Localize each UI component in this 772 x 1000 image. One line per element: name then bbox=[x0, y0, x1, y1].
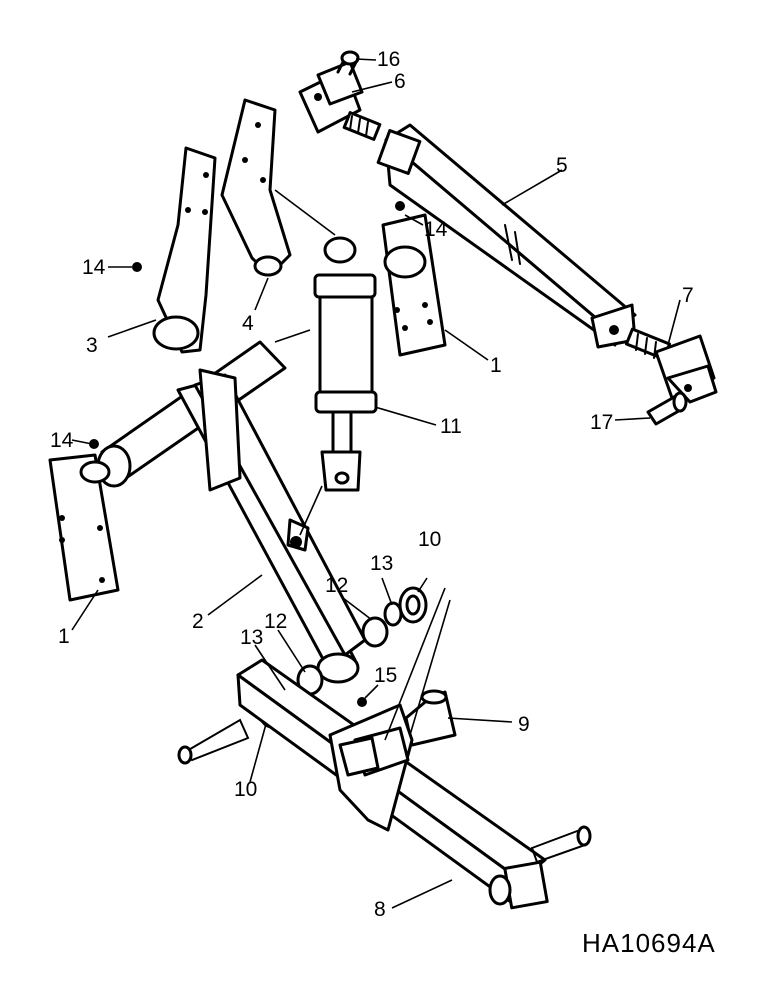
part-17-pin bbox=[646, 391, 688, 426]
callout-13: 13 bbox=[240, 626, 263, 649]
callout-7: 7 bbox=[682, 284, 694, 307]
leader-lines bbox=[71, 58, 681, 909]
part-15-grease-fitting bbox=[357, 697, 367, 707]
part-11-hydraulic-cylinder bbox=[313, 236, 378, 492]
callout-15: 15 bbox=[374, 664, 397, 687]
callout-2: 2 bbox=[192, 610, 204, 633]
callout-10: 10 bbox=[418, 528, 441, 551]
callout-14: 14 bbox=[424, 218, 448, 241]
callouts: 16 6 5 14 14 3 4 1 7 17 14 11 10 13 12 1… bbox=[50, 48, 694, 921]
drawing-part-number: HA10694A bbox=[582, 928, 716, 958]
callout-1: 1 bbox=[490, 354, 502, 377]
part-14-grease-fittings bbox=[89, 201, 405, 449]
callout-4: 4 bbox=[242, 312, 254, 335]
callout-12: 12 bbox=[264, 610, 287, 633]
part-1-mount-plate-lower bbox=[48, 453, 120, 602]
callout-13: 13 bbox=[370, 552, 393, 575]
callout-12: 12 bbox=[325, 574, 348, 597]
part-5-adjustable-tube bbox=[376, 123, 637, 349]
callout-3: 3 bbox=[86, 334, 98, 357]
callout-11: 11 bbox=[440, 415, 462, 438]
callout-9: 9 bbox=[518, 713, 530, 736]
callout-16: 16 bbox=[377, 48, 400, 71]
part-4-bracket bbox=[220, 98, 292, 277]
part-7-clevis bbox=[624, 327, 718, 404]
callout-5: 5 bbox=[556, 154, 568, 177]
bearings-upper bbox=[361, 586, 428, 648]
callout-10: 10 bbox=[234, 778, 257, 801]
callout-8: 8 bbox=[374, 898, 386, 921]
callout-6: 6 bbox=[394, 70, 406, 93]
callout-1: 1 bbox=[58, 625, 70, 648]
part-9-pivot-pin bbox=[404, 689, 457, 747]
part-16-pin bbox=[336, 50, 360, 76]
part-3-bracket bbox=[152, 146, 217, 354]
callout-14: 14 bbox=[82, 256, 106, 279]
part-6-clevis bbox=[298, 60, 382, 141]
callout-17: 17 bbox=[590, 411, 613, 434]
part-8-axle-frame bbox=[177, 658, 592, 910]
callout-14: 14 bbox=[50, 429, 74, 452]
